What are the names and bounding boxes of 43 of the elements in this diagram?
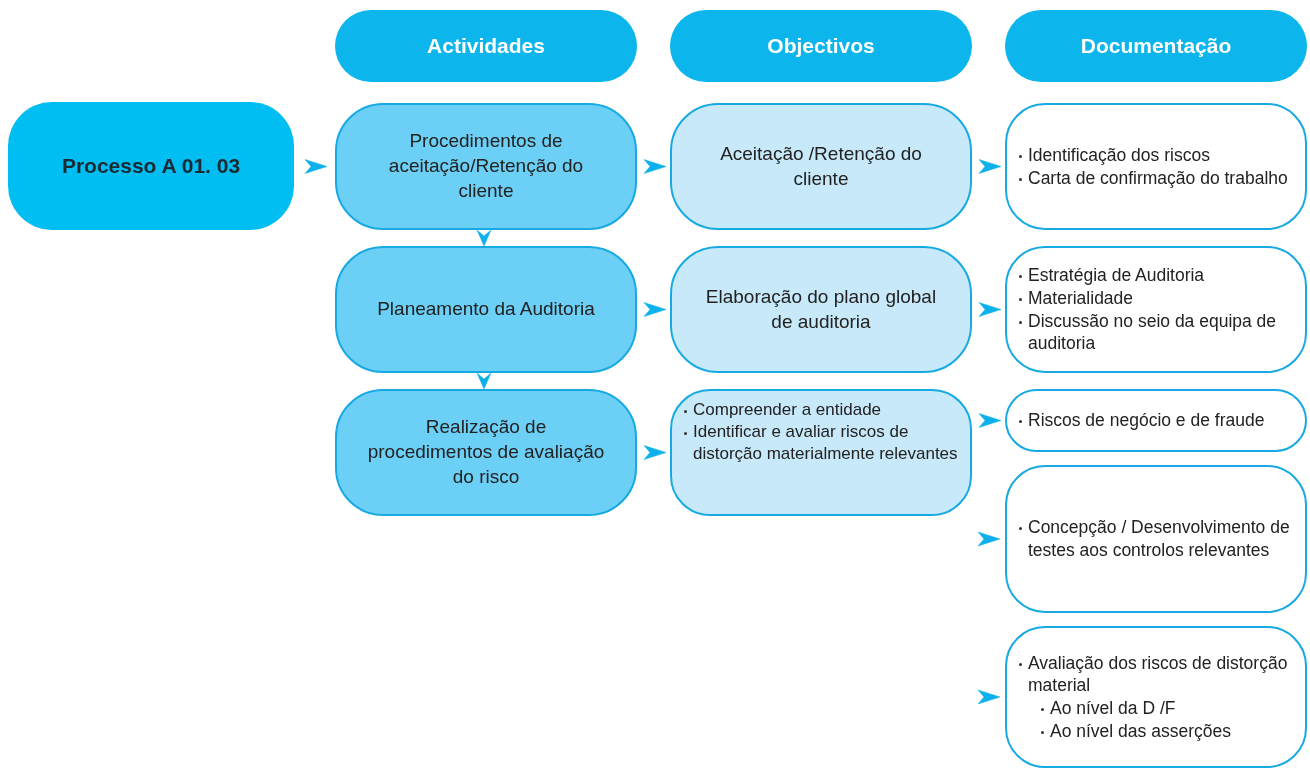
document-box: [1005, 626, 1307, 768]
node-label: Objectivos: [767, 33, 875, 60]
arrow: [643, 159, 667, 174]
document-box: [1005, 103, 1307, 230]
node-label: Aceitação /Retenção do cliente: [719, 141, 923, 191]
arrow: [304, 159, 328, 174]
node-label: Realização de procedimentos de avaliação do risco: [366, 415, 606, 489]
bullet-text: Avaliação dos riscos de distorção material: [1028, 651, 1289, 697]
arrow: [978, 413, 1002, 428]
arrow: [977, 689, 1001, 705]
node-label: Elaboração do plano global de auditoria: [704, 284, 938, 334]
arrow: [978, 302, 1002, 317]
process-box: [8, 102, 294, 230]
bullet-text: Ao nível da D /F: [1050, 697, 1176, 720]
node-label: Processo A 01. 03: [61, 153, 241, 180]
node-label: Procedimentos de aceitação/Retenção do cliente: [387, 129, 585, 203]
bullet-text: Carta de confirmação do trabalho: [1028, 166, 1288, 190]
document-box: [1005, 465, 1307, 613]
bullet-text: Compreender a entidade: [693, 399, 882, 421]
arrow: [978, 159, 1002, 174]
objective-box: [670, 246, 972, 373]
activity-box: [335, 246, 637, 373]
bullet-text: Concepção / Desenvolvimento de testes aos controlos relevantes: [1028, 516, 1291, 562]
arrow: [476, 372, 492, 390]
bullet-text: Estratégia de Auditoria: [1028, 264, 1205, 287]
arrow: [977, 531, 1001, 547]
bullet-text: Materialidade: [1028, 286, 1134, 310]
node-label: Actividades: [427, 33, 545, 60]
document-box: [1005, 246, 1307, 373]
objective-box: [670, 389, 972, 516]
bullet-text: Identificação dos riscos: [1028, 143, 1210, 167]
bullet-text: Riscos de negócio e de fraude: [1028, 409, 1265, 432]
arrow: [643, 302, 667, 317]
arrow: [476, 229, 492, 247]
bullet-text: Identificar e avaliar riscos de distorção materialmente relevantes: [693, 421, 959, 466]
bullet-text: Ao nível das asserções: [1050, 719, 1231, 743]
activity-box: [335, 389, 637, 516]
bullet-text: Discussão no seio da equipa de auditoria: [1028, 309, 1278, 355]
arrow: [643, 445, 667, 460]
node-label: Documentação: [1080, 33, 1232, 60]
node-label: Planeamento da Auditoria: [377, 297, 595, 322]
activity-box: [335, 103, 637, 230]
objective-box: [670, 103, 972, 230]
